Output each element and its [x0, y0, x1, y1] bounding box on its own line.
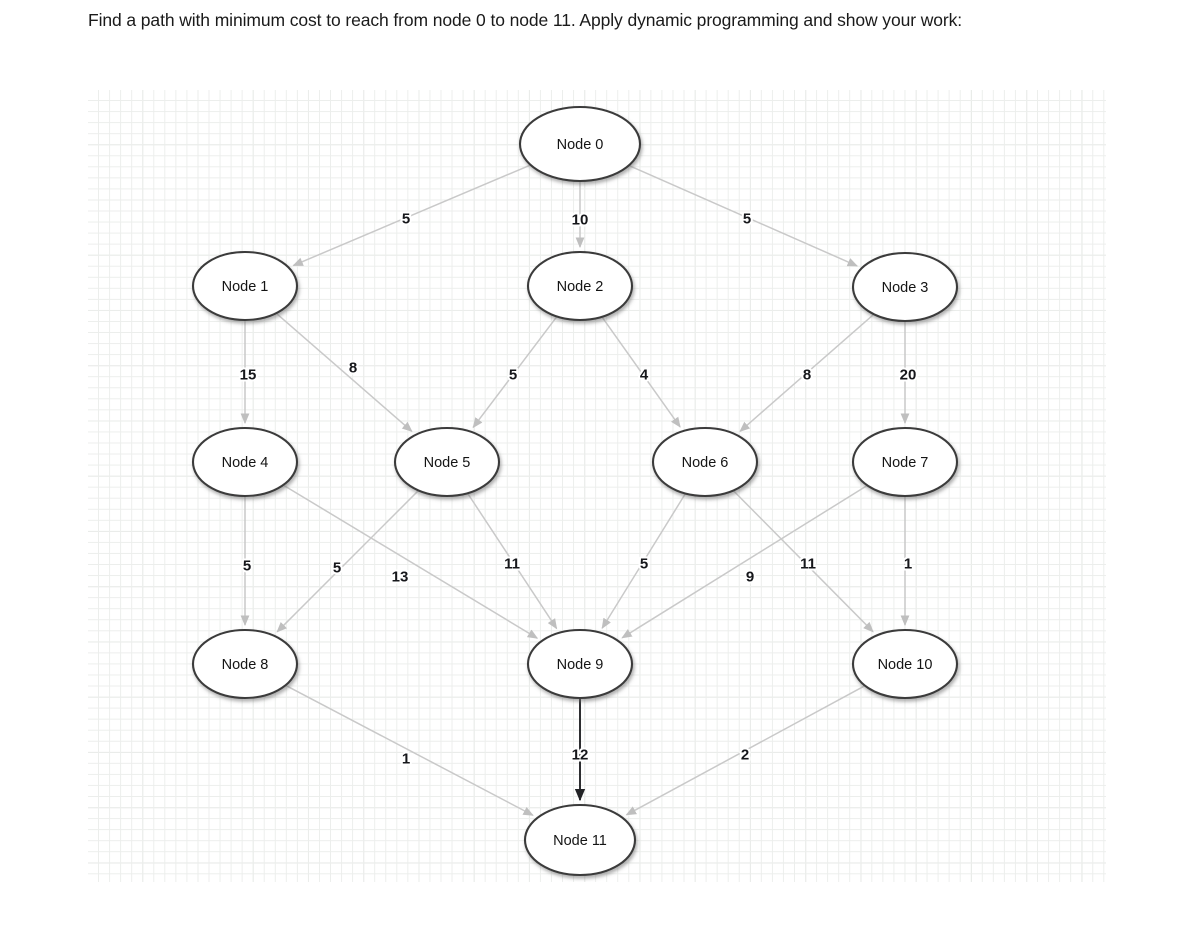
edge-n5-to-n8 [276, 490, 419, 633]
node-ellipse [393, 426, 501, 498]
graph-canvas: Node 0 Node 1 Node 2 Node 3 Node 4 Node 5 Node… [88, 90, 1106, 882]
edge-weight-n9-to-n11: 12 [572, 747, 589, 764]
edge-weight-halo: 5 [402, 211, 410, 228]
edge-n10-to-n11 [625, 685, 865, 816]
edge-weight-n4-to-n9: 13 [392, 569, 409, 586]
edge-n2-to-n6 [601, 317, 681, 428]
node-label: Node 0 [557, 137, 604, 153]
node-ellipse [191, 628, 299, 700]
edge-weight-halo: 5 [243, 558, 251, 575]
edge-weight-halo: 11 [800, 556, 816, 573]
edge-weight-n2-to-n6: 4 [640, 367, 649, 384]
edge-weight-n1-to-n5: 8 [349, 360, 357, 377]
edge-weight-halo: 13 [392, 569, 409, 586]
edge-weight-halo: 11 [504, 556, 520, 573]
node-label: Node 3 [882, 280, 929, 296]
page-title: Find a path with minimum cost to reach f… [88, 10, 963, 30]
edge-n0-to-n1 [292, 164, 530, 267]
edge-weight-n6-to-n9: 5 [640, 556, 648, 573]
nodes-layer: Node 0 Node 1 Node 2 Node 3 Node 4 Node 5 Node… [191, 105, 959, 877]
edge-weight-n7-to-n9: 9 [746, 569, 754, 586]
edge-n5-to-n9 [467, 493, 558, 630]
graph-node-n0[interactable]: Node 0 [518, 105, 642, 183]
node-ellipse [851, 426, 959, 498]
node-ellipse [851, 251, 959, 323]
edge-weight-n1-to-n4: 15 [240, 367, 257, 384]
node-label: Node 11 [553, 833, 607, 849]
edge-n8-to-n11 [286, 685, 534, 816]
edge-weight-n5-to-n9: 11 [504, 556, 520, 573]
edge-weight-n8-to-n11: 1 [402, 751, 410, 768]
edge-n2-to-n5 [472, 316, 557, 429]
edges-layer [240, 164, 910, 816]
node-label: Node 6 [682, 455, 729, 471]
node-label: Node 5 [424, 455, 471, 471]
edge-weight-halo: 5 [509, 367, 517, 384]
edge-weight-n7-to-n10: 1 [904, 556, 912, 573]
graph-node-n10[interactable]: Node 10 [851, 628, 959, 700]
node-ellipse [526, 250, 634, 322]
node-ellipse [851, 628, 959, 700]
edge-weight-halo: 12 [572, 747, 589, 764]
edge-n6-to-n10 [733, 490, 874, 633]
node-label: Node 8 [222, 657, 269, 673]
edge-n6-to-n9 [601, 494, 686, 629]
edge-weight-halo: 10 [572, 212, 589, 229]
graph-node-n8[interactable]: Node 8 [191, 628, 299, 700]
edge-n7-to-n9 [621, 485, 867, 639]
edge-n3-to-n6 [739, 314, 874, 432]
edge-weight-halo: 8 [349, 360, 357, 377]
edge-weight-n4-to-n8: 5 [243, 558, 251, 575]
edge-n4-to-n9 [283, 484, 539, 639]
node-ellipse [191, 426, 299, 498]
node-label: Node 4 [222, 455, 269, 471]
edge-weight-halo: 8 [803, 367, 811, 384]
edge-n0-to-n3 [629, 165, 859, 267]
edge-weight-halo: 5 [333, 560, 341, 577]
edge-weight-halo: 9 [746, 569, 754, 586]
node-label: Node 9 [557, 657, 604, 673]
edge-weight-n0-to-n2: 10 [572, 212, 589, 229]
node-label: Node 7 [882, 455, 929, 471]
node-ellipse [523, 803, 637, 877]
edge-weight-halo: 15 [240, 367, 257, 384]
graph-node-n6[interactable]: Node 6 [651, 426, 759, 498]
edge-weight-n10-to-n11: 2 [741, 747, 749, 764]
edge-weight-halo: 1 [904, 556, 912, 573]
edge-weight-n5-to-n8: 5 [333, 560, 341, 577]
edge-weight-n0-to-n1: 5 [402, 211, 410, 228]
edge-weight-halo: 2 [741, 747, 749, 764]
node-ellipse [651, 426, 759, 498]
edge-weight-n3-to-n6: 8 [803, 367, 811, 384]
graph-node-n4[interactable]: Node 4 [191, 426, 299, 498]
edge-weight-halo: 4 [640, 367, 649, 384]
node-label: Node 2 [557, 279, 604, 295]
graph-node-n5[interactable]: Node 5 [393, 426, 501, 498]
node-ellipse [526, 628, 634, 700]
graph-node-n9[interactable]: Node 9 [526, 628, 634, 700]
graph-node-n2[interactable]: Node 2 [526, 250, 634, 322]
node-ellipse [518, 105, 642, 183]
edge-weight-halo: 5 [743, 211, 751, 228]
node-ellipse [191, 250, 299, 322]
graph-node-n3[interactable]: Node 3 [851, 251, 959, 323]
graph-node-n7[interactable]: Node 7 [851, 426, 959, 498]
graph-diagram: Node 0 Node 1 Node 2 Node 3 Node 4 Node 5 Node… [191, 105, 959, 877]
edge-weight-halo: 20 [900, 367, 917, 384]
edge-weight-n3-to-n7: 20 [900, 367, 917, 384]
graph-node-n11[interactable]: Node 11 [523, 803, 637, 877]
edge-weight-n0-to-n3: 5 [743, 211, 751, 228]
edge-weight-halo: 1 [402, 751, 410, 768]
edge-weight-n6-to-n10: 11 [800, 556, 816, 573]
edge-weight-halo: 5 [640, 556, 648, 573]
graph-node-n1[interactable]: Node 1 [191, 250, 299, 322]
node-label: Node 10 [878, 657, 933, 673]
edge-n1-to-n5 [276, 313, 413, 433]
edge-weight-n2-to-n5: 5 [509, 367, 517, 384]
node-label: Node 1 [222, 279, 269, 295]
